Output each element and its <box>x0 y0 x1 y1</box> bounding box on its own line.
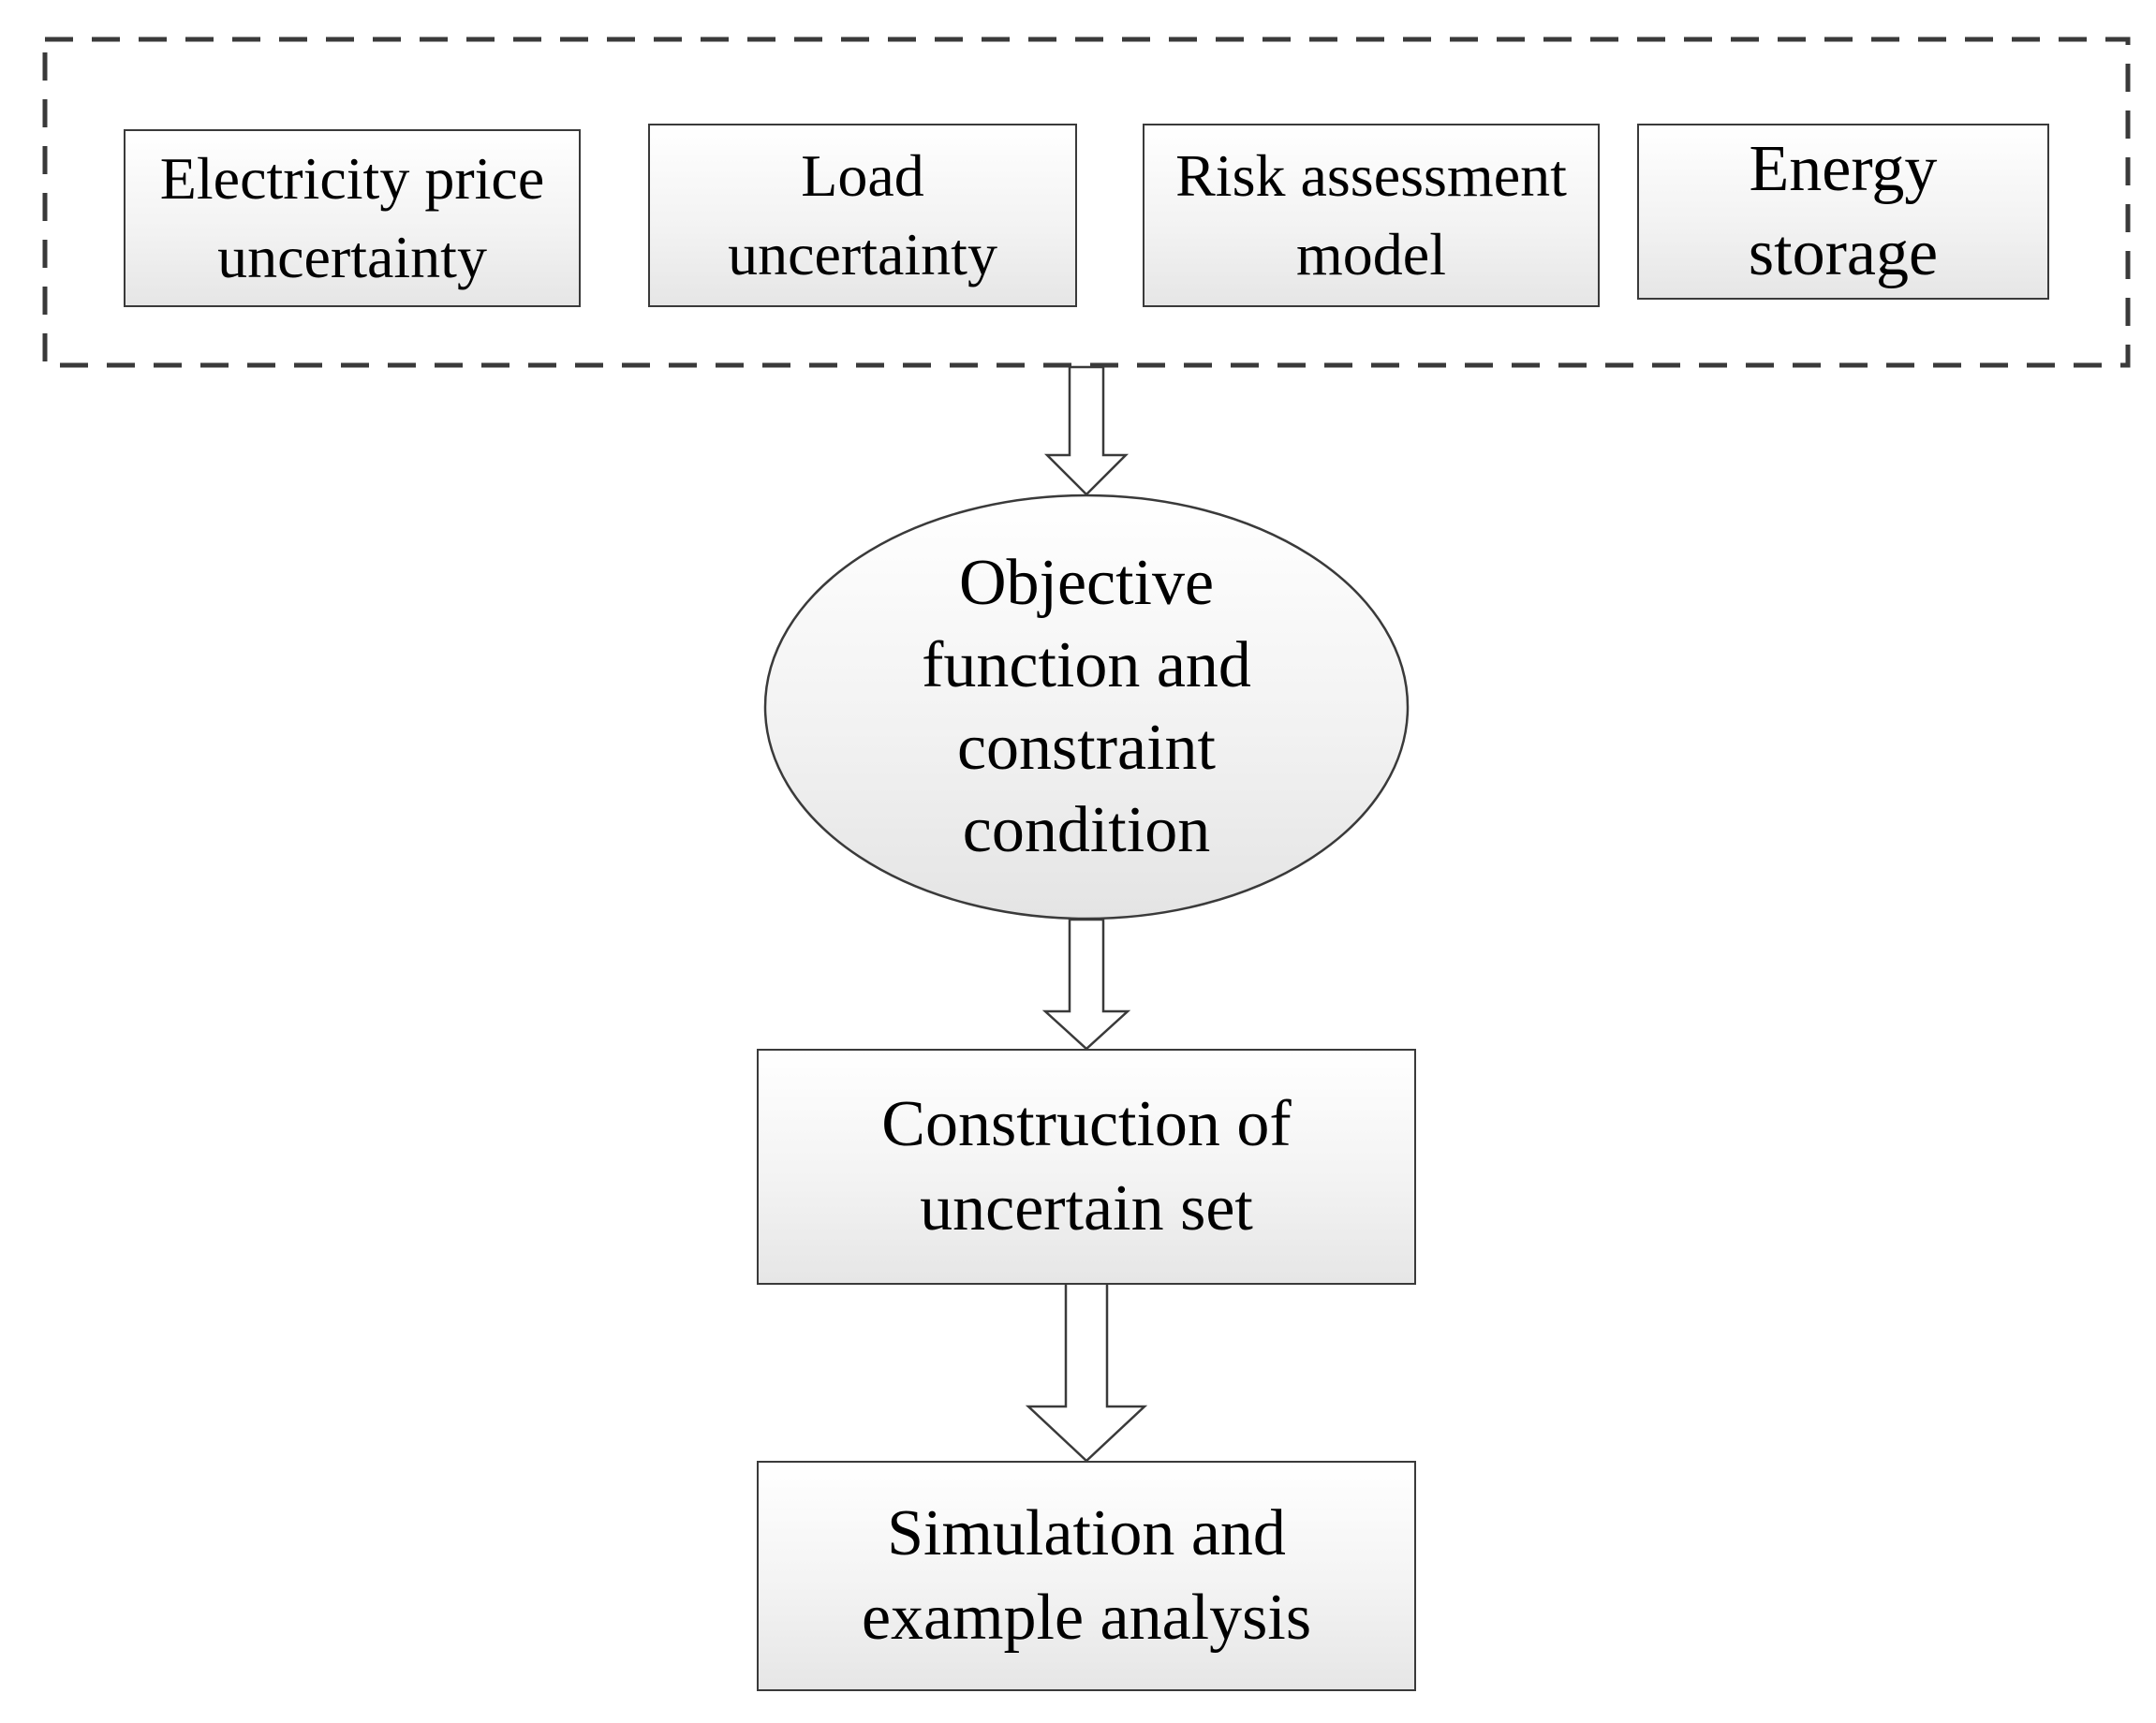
energy-storage-box: Energy storage <box>1637 124 2049 300</box>
objective-function-ellipse-shape <box>763 493 1410 920</box>
load-uncertainty-box: Load uncertainty <box>648 124 1077 307</box>
objective-function-label: Objective function and constraint condit… <box>922 547 1251 866</box>
arrow-group-to-objective <box>1043 365 1130 496</box>
simulation-analysis-label: Simulation and example analysis <box>861 1497 1312 1654</box>
risk-assessment-model-box: Risk assessment model <box>1143 124 1600 307</box>
electricity-price-uncertainty-box: Electricity price uncertainty <box>124 129 581 307</box>
objective-function-node: Objective function and constraint condit… <box>762 493 1410 921</box>
arrow-objective-to-construction <box>1041 918 1131 1051</box>
arrow-construction-to-simulation <box>1025 1281 1148 1463</box>
construction-uncertain-set-box: Construction of uncertain set <box>757 1049 1416 1285</box>
energy-storage-label: Energy storage <box>1748 133 1939 289</box>
construction-uncertain-set-label: Construction of uncertain set <box>881 1088 1292 1244</box>
risk-assessment-model-label: Risk assessment model <box>1175 142 1567 287</box>
load-uncertainty-label: Load uncertainty <box>728 142 997 287</box>
input-factors-group <box>42 37 2131 368</box>
electricity-price-uncertainty-label: Electricity price uncertainty <box>159 145 545 290</box>
simulation-analysis-box: Simulation and example analysis <box>757 1461 1416 1691</box>
